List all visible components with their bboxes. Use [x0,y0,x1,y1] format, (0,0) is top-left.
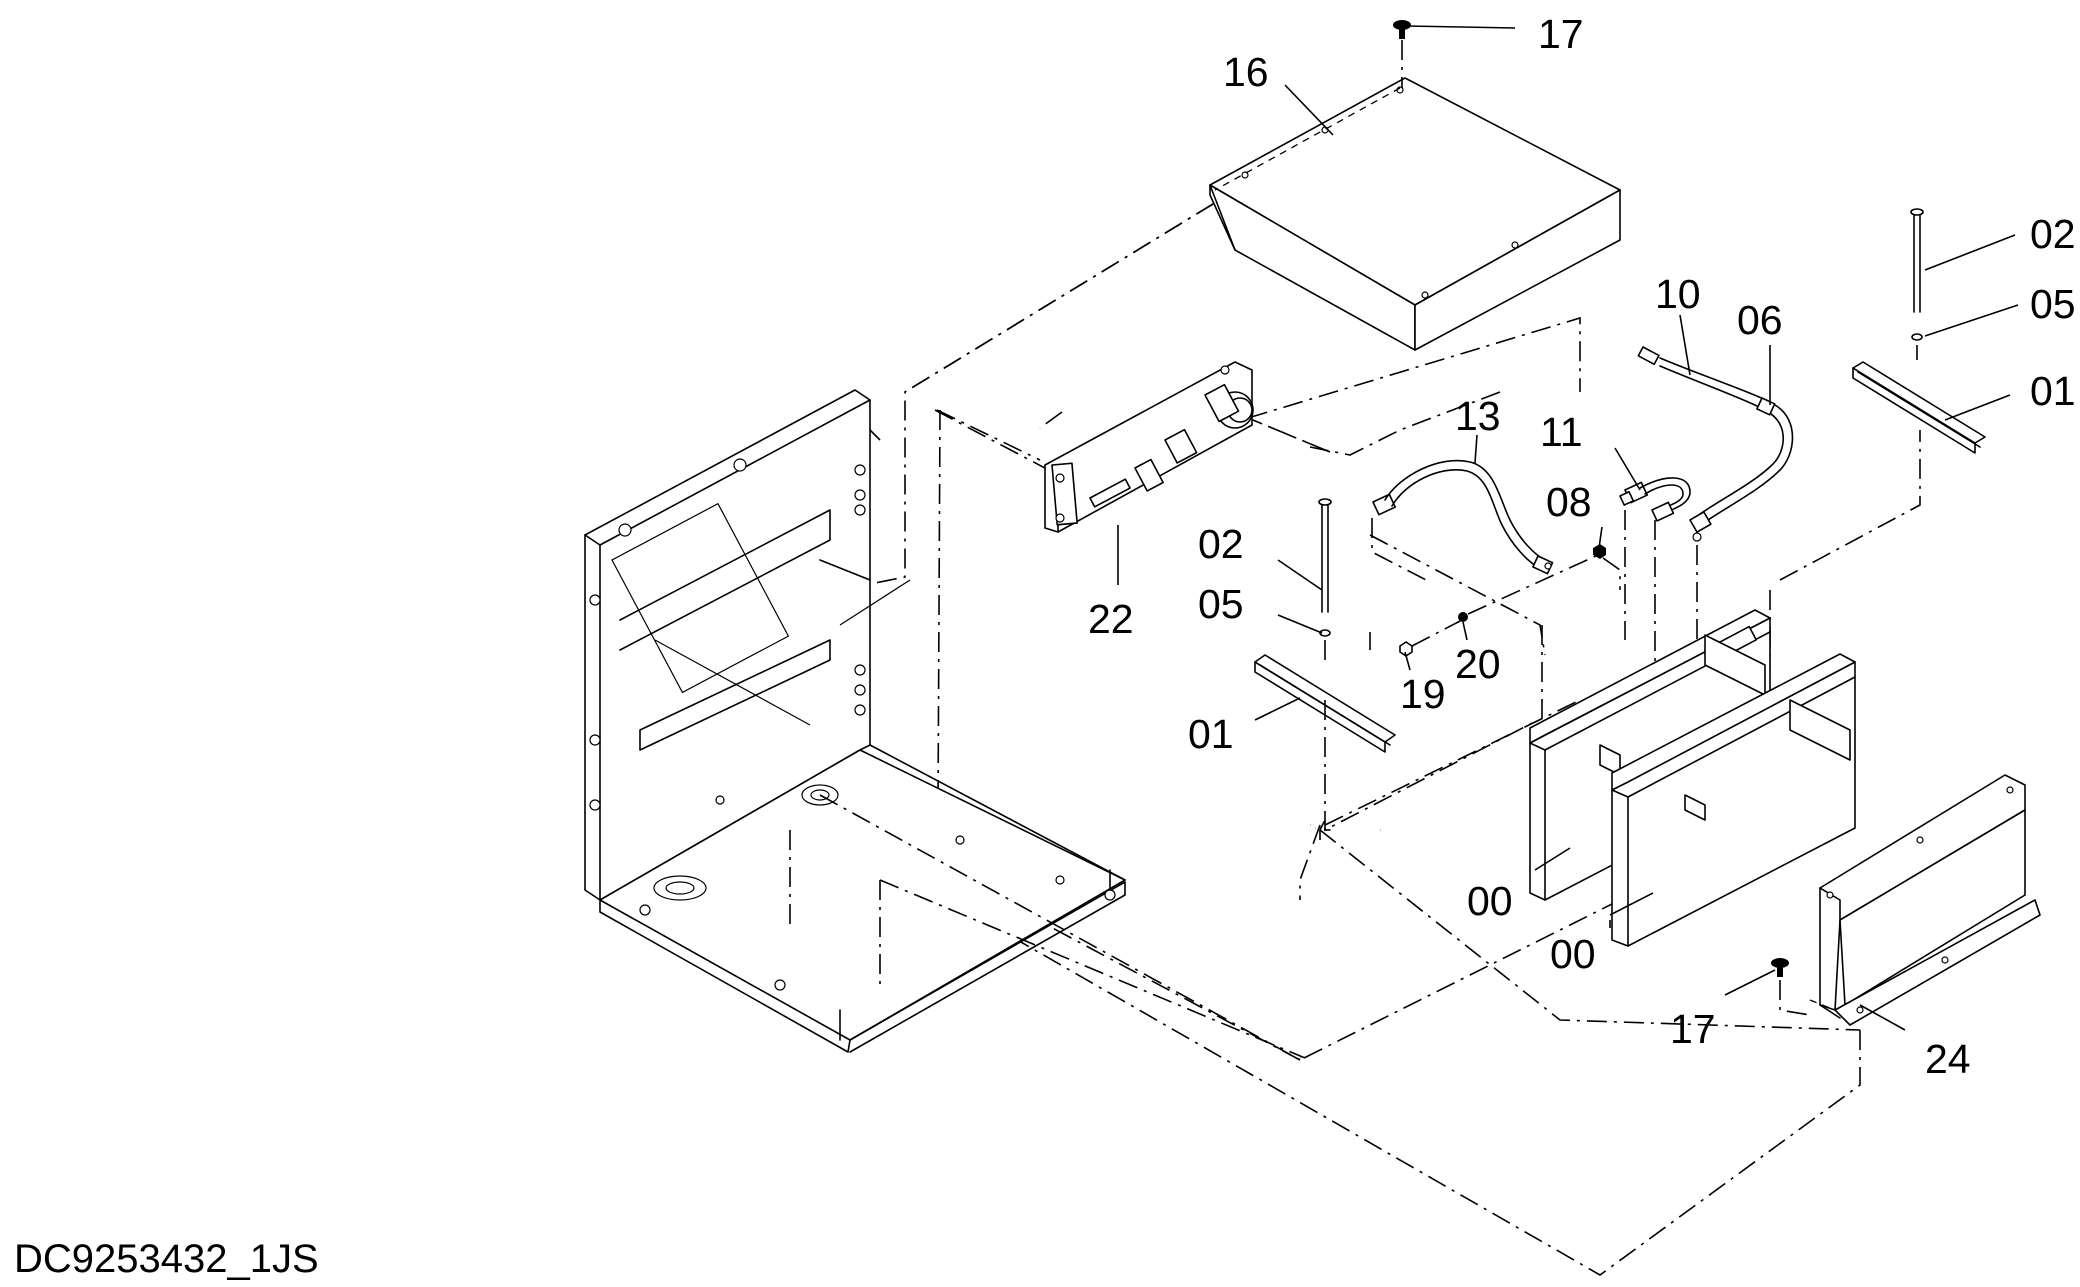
callout-22: 22 [1088,596,1134,642]
frame-dashdot-d [819,794,1301,1061]
part-01-rail-right [1852,361,1986,454]
part-01-rail-mid [1254,654,1539,832]
battery-box-frame [584,389,1126,1053]
callout-16: 16 [1223,49,1269,95]
leader-lines [1117,25,2019,1031]
part-17-bolt-top [1393,20,1411,88]
part-02-rod-mid [1318,498,1332,660]
part-08-nut [1593,544,1621,590]
frame-dashdot-c [879,879,1306,1059]
part-00-battery-b [1611,653,1856,947]
callout-13: 13 [1455,393,1501,439]
part-24-bracket [1809,774,2041,1026]
part-22-relay-bracket [1044,361,1254,533]
callout-05-right: 05 [2030,281,2076,327]
callout-01-right: 01 [2030,368,2076,414]
part-20-washer [1458,554,1599,622]
part-19-nut [1399,619,1463,657]
callout-00-a: 00 [1467,878,1513,924]
part-17-bolt-bottom [1771,958,1811,1016]
callout-05-mid: 05 [1198,581,1244,627]
drawing-code: DC9253432_1JS [14,1237,319,1281]
callout-labels: 17 16 02 05 01 10 06 13 11 08 02 05 22 1… [1088,11,2076,1082]
callout-08: 08 [1546,479,1592,525]
callout-10: 10 [1655,271,1701,317]
part-10-06-cable [1637,346,1794,542]
callout-00-b: 00 [1550,931,1596,977]
part-02-rod-right [1910,208,1924,360]
part-13-cable [1371,459,1554,583]
callout-06: 06 [1737,297,1783,343]
callout-02-right: 02 [2030,211,2076,257]
callout-01-mid: 01 [1188,711,1234,757]
assembly-lines [599,87,1921,1276]
callout-19: 19 [1400,671,1446,717]
callout-17-top: 17 [1538,11,1584,57]
part-11-cable [1619,477,1698,795]
callout-11: 11 [1540,409,1583,455]
callout-20: 20 [1455,641,1501,687]
part-16-cover [1209,77,1621,351]
callout-02-mid: 02 [1198,521,1244,567]
callout-24: 24 [1925,1036,1971,1082]
callout-17-bottom: 17 [1670,1006,1716,1052]
